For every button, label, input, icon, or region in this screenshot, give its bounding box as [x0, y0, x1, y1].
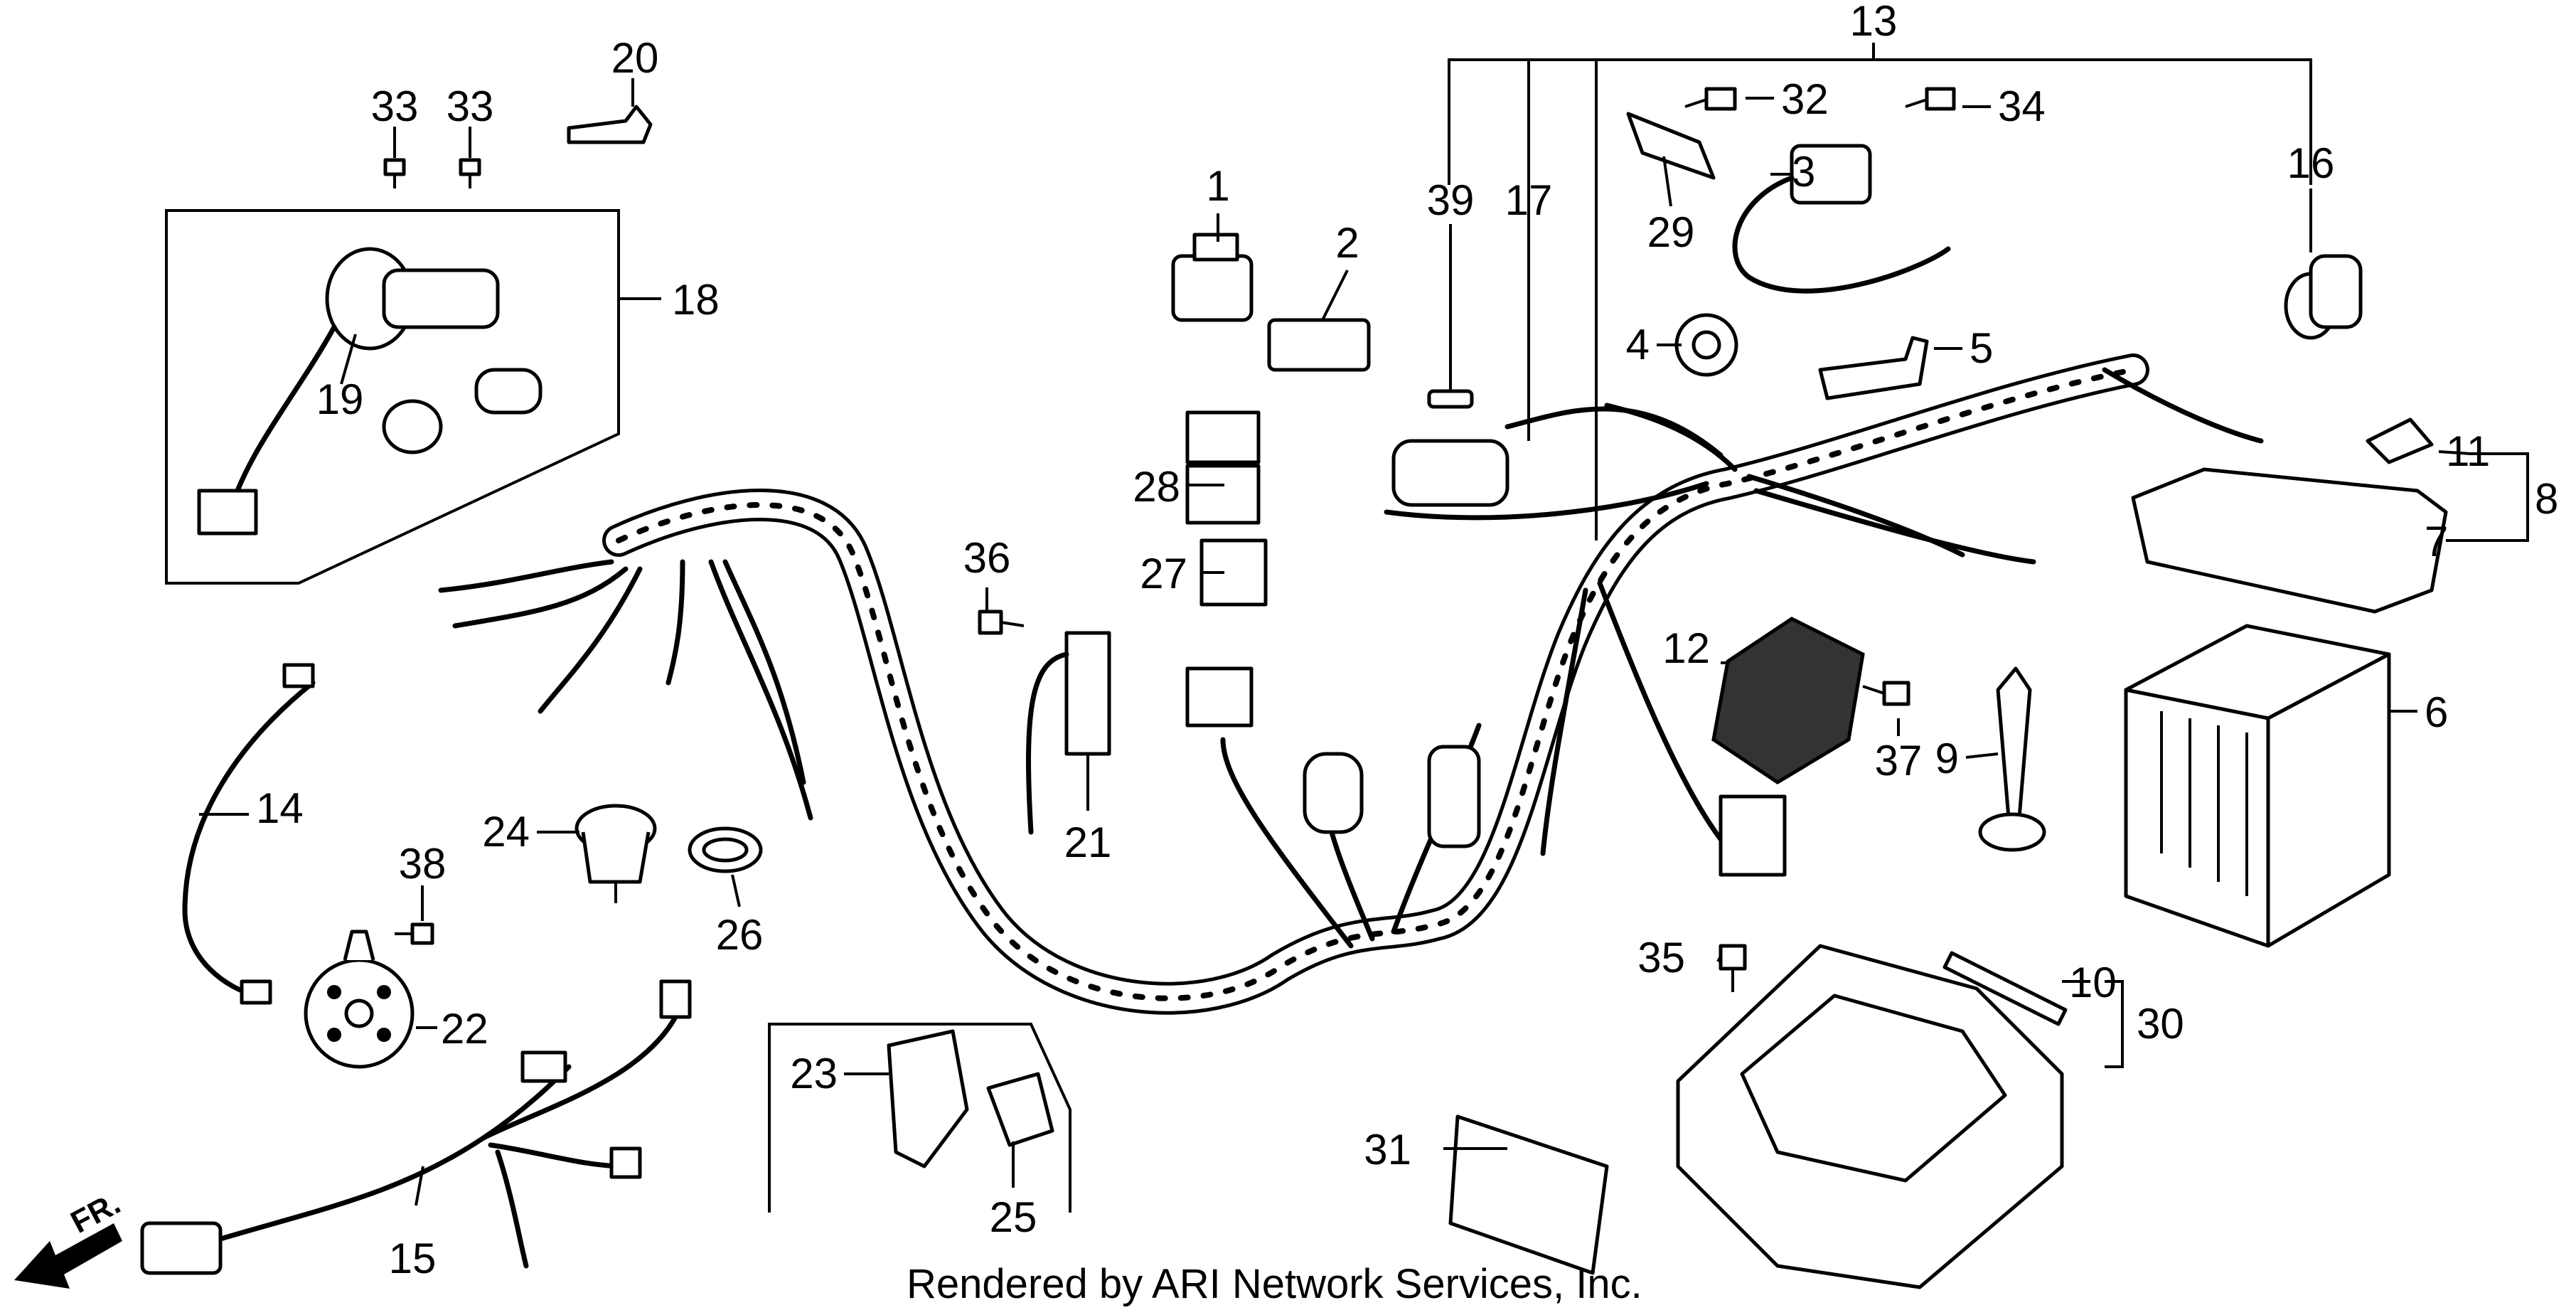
- battery-6-icon: [2124, 624, 2391, 948]
- callout-3: 3: [1792, 148, 1815, 196]
- relay-28-icon: [1185, 410, 1261, 525]
- group-8-bracket: [2471, 452, 2529, 542]
- callout-32: 32: [1781, 75, 1829, 123]
- screw-33b-icon: [459, 158, 481, 188]
- callout-9: 9: [1935, 735, 1959, 782]
- relay-23-icon: [887, 1029, 969, 1168]
- callout-38: 38: [399, 840, 447, 888]
- callout-27: 27: [1140, 550, 1187, 597]
- callout-11: 11: [2446, 427, 2490, 475]
- callout-30: 30: [2137, 1000, 2184, 1048]
- clamp-26-icon: [688, 826, 763, 873]
- callout-12: 12: [1662, 624, 1710, 672]
- wire-14-icon: [182, 663, 316, 1005]
- battery-cover-7-icon: [2131, 467, 2448, 614]
- callout-18: 18: [672, 276, 720, 324]
- callout-8: 8: [2535, 475, 2558, 523]
- callout-33b: 33: [447, 82, 494, 130]
- horn-22-icon: [304, 930, 415, 1069]
- cap-16-icon: [2284, 254, 2363, 340]
- callout-28: 28: [1133, 463, 1180, 511]
- group-18-frame: [165, 209, 620, 585]
- connector-1-icon: [1171, 233, 1254, 322]
- bolt-37-icon: [1862, 681, 1910, 706]
- coil-connector-icon: [1303, 745, 1481, 848]
- group-13-bracket: [1448, 58, 2312, 185]
- callout-labels: 1 2 3 4 5 6 7 8 9 10 11 12 13 14 15 16 1…: [65, 0, 2559, 1282]
- callout-21: 21: [1064, 819, 1112, 866]
- callout-37: 37: [1875, 737, 1923, 784]
- fuse-11-icon: [2366, 417, 2434, 464]
- callout-4: 4: [1626, 321, 1650, 368]
- ignition-switch-19-icon: [197, 247, 543, 536]
- group-30-bracket: [2105, 980, 2124, 1068]
- callout-33a: 33: [371, 82, 419, 130]
- sensor-3-icon: [1732, 144, 1951, 294]
- callout-39: 39: [1427, 176, 1475, 224]
- callout-10: 10: [2069, 959, 2117, 1006]
- callout-6: 6: [2425, 688, 2448, 736]
- bolt-38-icon: [395, 922, 434, 945]
- callout-31: 31: [1364, 1126, 1411, 1173]
- callout-16: 16: [2287, 139, 2335, 187]
- callout-13: 13: [1850, 0, 1898, 45]
- leader-lines: [199, 78, 2471, 1206]
- callout-22: 22: [441, 1005, 488, 1053]
- callout-23: 23: [790, 1050, 838, 1097]
- callout-20: 20: [611, 34, 659, 82]
- flasher-24-icon: [574, 804, 657, 903]
- callout-14: 14: [256, 784, 304, 832]
- grommet-4-icon: [1674, 313, 1738, 377]
- bolt-35-icon: [1719, 944, 1747, 992]
- front-direction-arrow-icon: [14, 1223, 122, 1289]
- callout-26: 26: [716, 911, 764, 959]
- plate-29-icon: [1626, 112, 1716, 180]
- fuse-holder-17-icon: [1391, 439, 1509, 507]
- group-23-frame: [768, 1023, 1071, 1213]
- relay-2-icon: [1267, 318, 1371, 372]
- sheet-31-icon: [1448, 1114, 1609, 1275]
- band-9-icon: [1978, 666, 2046, 852]
- callout-19: 19: [316, 376, 364, 423]
- callout-17: 17: [1505, 176, 1553, 224]
- connector-25-icon: [986, 1072, 1054, 1147]
- callout-29: 29: [1647, 208, 1695, 256]
- bolt-32-icon: [1684, 87, 1737, 111]
- sub-harness-15-icon: [140, 979, 692, 1275]
- callout-2: 2: [1335, 219, 1359, 267]
- callout-25: 25: [990, 1193, 1037, 1241]
- switch-21-icon: [1026, 631, 1111, 835]
- battery-box-30-icon: [1676, 944, 2064, 1289]
- credit-footer: Rendered by ARI Network Services, Inc.: [907, 1261, 1642, 1307]
- callout-34: 34: [1998, 82, 2046, 130]
- cap-5-icon: [1818, 336, 1929, 400]
- screw-33a-icon: [383, 158, 406, 188]
- callout-15: 15: [389, 1235, 437, 1282]
- bolt-36-icon: [978, 609, 1025, 635]
- socket-connector-icon: [1185, 666, 1254, 728]
- main-harness: [438, 353, 2264, 1015]
- callout-5: 5: [1970, 324, 1993, 372]
- bolt-34-icon: [1905, 87, 1956, 111]
- callout-35: 35: [1637, 934, 1685, 981]
- callout-7: 7: [2425, 518, 2448, 565]
- callout-24: 24: [482, 808, 530, 856]
- rectifier-12-icon: [1711, 617, 1865, 877]
- callout-1: 1: [1206, 162, 1229, 210]
- strip-10-icon: [1942, 951, 2068, 1026]
- fuse-39-icon: [1427, 389, 1474, 409]
- key-20-icon: [567, 105, 653, 144]
- callout-36: 36: [963, 534, 1011, 582]
